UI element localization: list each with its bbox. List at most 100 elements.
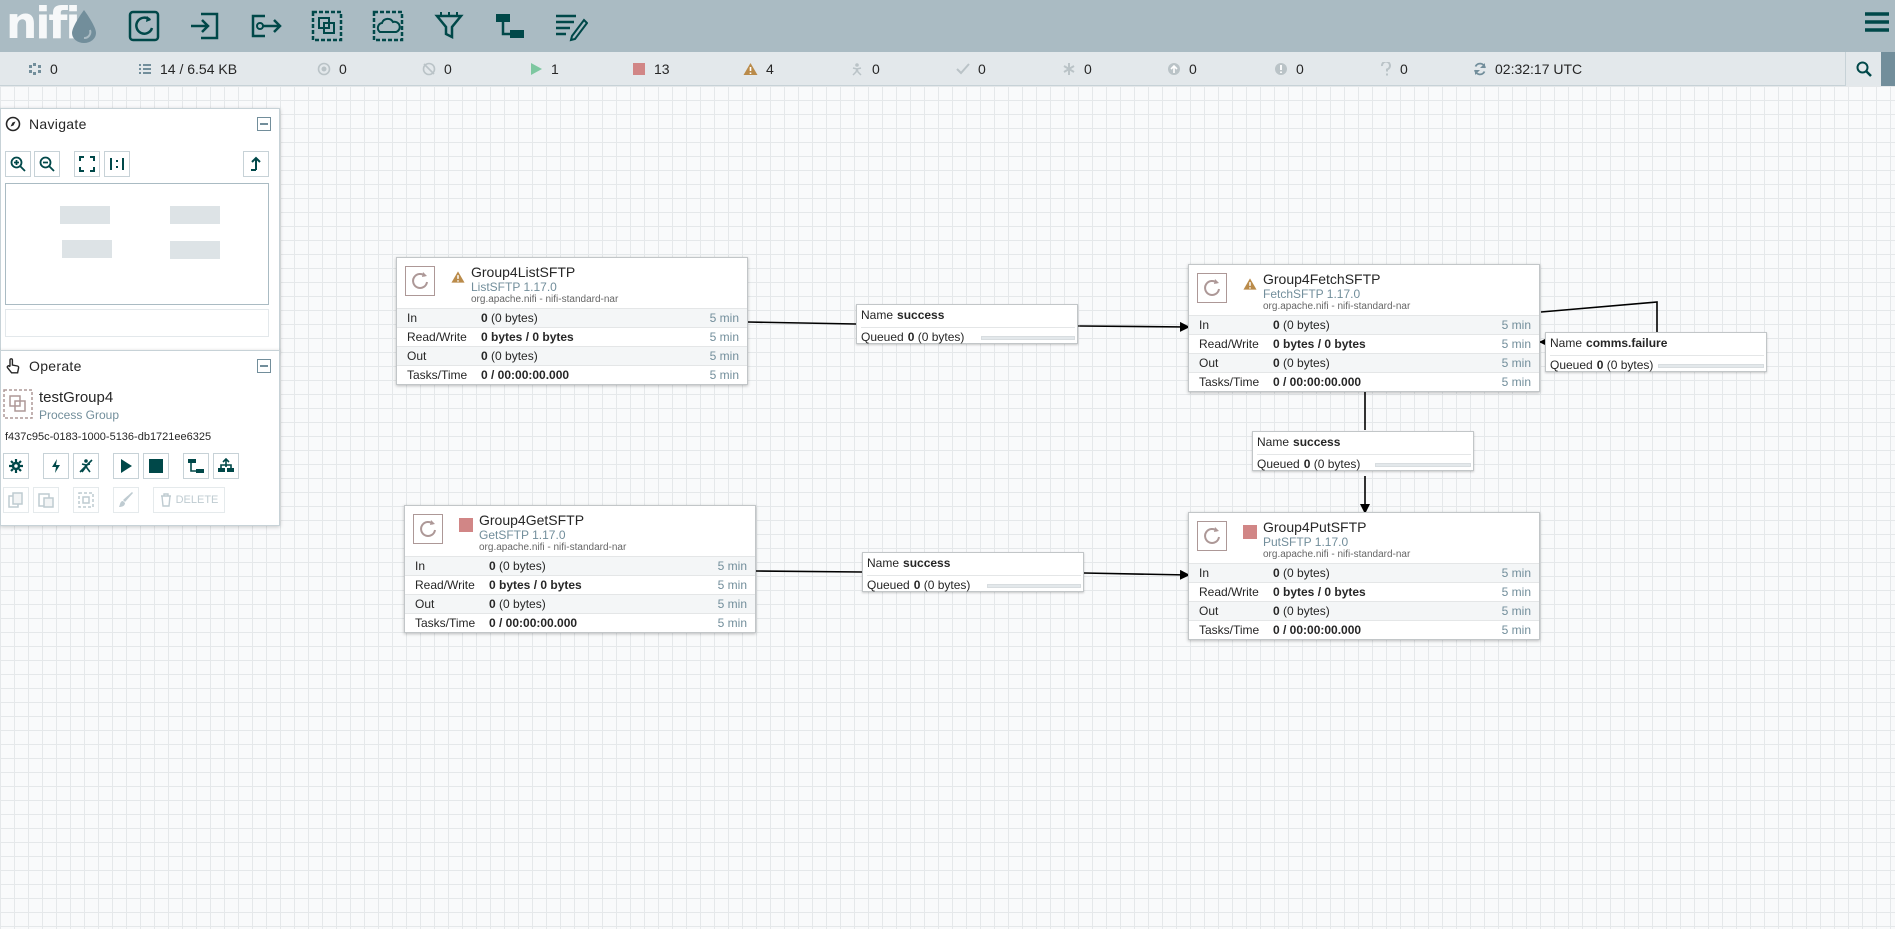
processor-get-sftp[interactable]: Group4GetSFTP GetSFTP 1.17.0 org.apache.… — [404, 505, 756, 633]
output-port-icon — [251, 14, 282, 38]
create-template-button[interactable] — [183, 453, 209, 479]
paste-button[interactable] — [33, 487, 59, 513]
stat-value: 0 bytes / 0 bytes — [489, 578, 582, 592]
operate-collapse-button[interactable] — [257, 359, 271, 373]
stopped-stat: 13 — [632, 61, 670, 77]
hand-pointer-icon — [6, 358, 20, 374]
add-input-port-button[interactable] — [185, 6, 225, 46]
input-port-icon — [191, 12, 219, 40]
navigate-header[interactable]: Navigate — [1, 109, 279, 139]
selected-component-id: f437c95c-0183-1000-5136-db1721ee6325 — [5, 431, 212, 443]
stat-label: Tasks/Time — [415, 616, 476, 630]
processor-bundle: org.apache.nifi - nifi-standard-nar — [1263, 301, 1411, 312]
active-threads-value: 0 — [50, 61, 58, 77]
stat-label: In — [1199, 318, 1210, 332]
leave-group-button[interactable] — [243, 151, 269, 177]
process-group-icon — [311, 10, 343, 42]
stat-label: Read/Write — [1199, 585, 1259, 599]
stale-stat: 0 — [1167, 61, 1197, 77]
flow-canvas[interactable]: Navigate Operate — [0, 86, 1895, 929]
processor-list-sftp[interactable]: Group4ListSFTP ListSFTP 1.17.0 org.apach… — [396, 257, 748, 385]
processor-put-sftp[interactable]: Group4PutSFTP PutSFTP 1.17.0 org.apache.… — [1188, 512, 1540, 640]
global-menu-button[interactable] — [1863, 8, 1895, 44]
delete-label: DELETE — [175, 494, 219, 506]
stat-label: Read/Write — [415, 578, 475, 592]
add-label-button[interactable] — [551, 6, 591, 46]
stopped-status-icon[interactable] — [1243, 525, 1257, 539]
add-processor-button[interactable] — [124, 6, 164, 46]
label-icon — [556, 14, 588, 42]
warning-icon[interactable] — [451, 270, 465, 284]
selected-component-type: Process Group — [39, 408, 120, 422]
copy-button[interactable] — [3, 487, 29, 513]
flow-status-bar: 0 14 / 6.54 KB 0 0 1 13 4 0 0 0 0 0 — [0, 52, 1895, 86]
configure-button[interactable] — [3, 453, 29, 479]
stat-label: Read/Write — [407, 330, 467, 344]
add-process-group-button[interactable] — [307, 6, 347, 46]
search-button[interactable] — [1845, 52, 1881, 86]
enable-button[interactable] — [43, 453, 69, 479]
paste-icon — [38, 493, 54, 508]
zoom-out-button[interactable] — [34, 151, 60, 177]
check-icon — [956, 63, 970, 75]
upload-template-button[interactable] — [213, 453, 239, 479]
add-remote-process-group-button[interactable] — [368, 6, 408, 46]
hamburger-icon — [1865, 12, 1889, 32]
processor-icon — [1204, 279, 1220, 296]
stop-button[interactable] — [143, 453, 169, 479]
navigate-collapse-button[interactable] — [257, 117, 271, 131]
actual-size-button[interactable] — [104, 151, 130, 177]
drop-icon — [72, 10, 96, 43]
add-funnel-button[interactable] — [429, 6, 469, 46]
stopped-status-icon[interactable] — [459, 518, 473, 532]
fit-screen-button[interactable] — [74, 151, 100, 177]
edge-list-to-fetch — [747, 322, 1189, 327]
gear-icon — [9, 459, 23, 473]
stat-value: 0 (0 bytes) — [1273, 604, 1330, 618]
processor-fetch-sftp[interactable]: Group4FetchSFTP FetchSFTP 1.17.0 org.apa… — [1188, 264, 1540, 392]
stat-window: 5 min — [1501, 375, 1531, 389]
operate-header[interactable]: Operate — [1, 351, 279, 381]
search-icon — [1856, 61, 1872, 77]
disabled-stat: 0 — [850, 61, 880, 77]
stat-window: 5 min — [717, 578, 747, 592]
add-output-port-button[interactable] — [246, 6, 286, 46]
stat-value: 0 / 00:00:00.000 — [1273, 623, 1362, 637]
start-button[interactable] — [113, 453, 139, 479]
group-button[interactable] — [73, 487, 99, 513]
running-value: 1 — [551, 61, 559, 77]
color-button[interactable] — [113, 487, 139, 513]
flow-status-side-tab[interactable] — [1881, 52, 1895, 86]
processor-icon — [420, 520, 436, 537]
stat-value: 0 bytes / 0 bytes — [481, 330, 574, 344]
zoom-in-button[interactable] — [5, 151, 31, 177]
stat-value: 0 / 00:00:00.000 — [481, 368, 570, 382]
up-to-date-stat: 0 — [956, 61, 986, 77]
not-transmitting-icon — [422, 62, 436, 76]
processor-name: Group4ListSFTP — [471, 264, 576, 280]
stat-value: 0 (0 bytes) — [481, 311, 538, 325]
disable-button[interactable] — [73, 453, 99, 479]
invalid-stat: 4 — [743, 61, 774, 77]
warning-icon[interactable] — [1243, 277, 1257, 291]
stat-window: 5 min — [709, 368, 739, 382]
list-icon — [139, 64, 151, 74]
refresh-time-stat[interactable]: 02:32:17 UTC — [1473, 61, 1582, 77]
delete-button[interactable]: DELETE — [153, 487, 225, 513]
birdseye-view[interactable] — [5, 183, 269, 305]
processor-type: ListSFTP 1.17.0 — [471, 280, 557, 294]
processor-type: GetSFTP 1.17.0 — [479, 528, 566, 542]
stale-value: 0 — [1189, 61, 1197, 77]
add-template-button[interactable] — [490, 6, 530, 46]
stat-window: 5 min — [1501, 356, 1531, 370]
